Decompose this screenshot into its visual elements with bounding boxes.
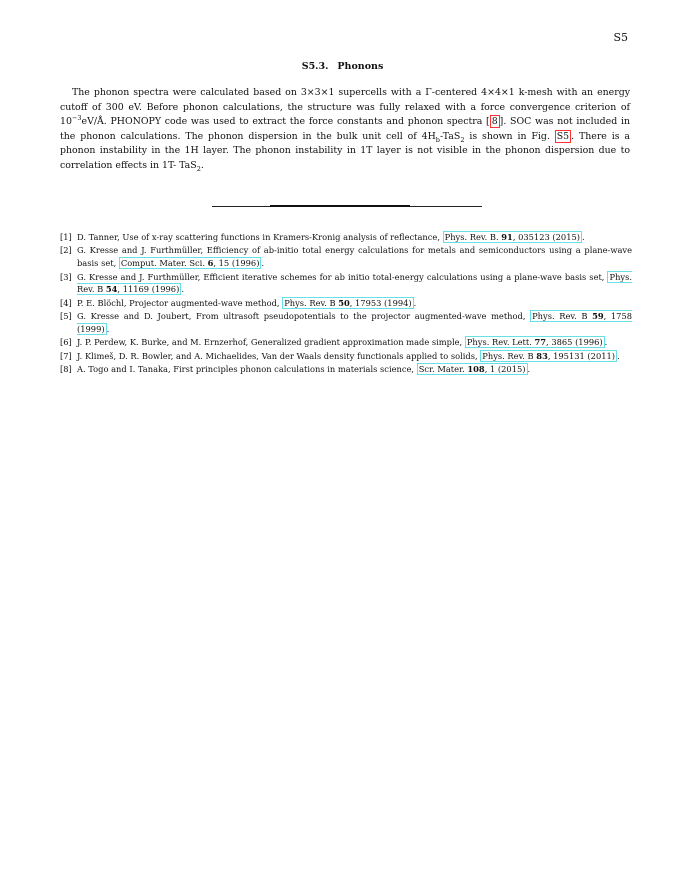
subscript: 2: [460, 135, 465, 144]
reference-list: [1] D. Tanner, Use of x-ray scattering f…: [60, 231, 633, 377]
reference-label: [4]: [60, 297, 72, 308]
reference-citation: A. Togo and I. Tanaka, First principles …: [77, 364, 417, 375]
journal-name: Comput. Mater. Sci.: [120, 258, 208, 269]
paragraph-text: .: [200, 159, 204, 171]
journal-pages: , 1 (2015): [484, 364, 526, 375]
reference-end: .: [261, 258, 265, 269]
reference-end: .: [604, 337, 608, 348]
reference-label: [7]: [60, 350, 72, 361]
reference-label: [6]: [60, 337, 72, 348]
journal-pages: , 15 (1996): [213, 258, 260, 269]
journal-volume: 108: [467, 364, 485, 375]
reference-end: .: [617, 350, 620, 361]
journal-link[interactable]: Phys. Rev. B. 91, 035123 (2015): [442, 231, 582, 243]
journal-pages: , 195131 (2011): [547, 350, 616, 361]
reference-end: .: [582, 232, 585, 242]
reference-text: G. Kresse and J. Furthmüller, Efficiency…: [77, 244, 632, 270]
journal-volume: 77: [534, 337, 547, 348]
journal-name: Phys. Rev. B: [482, 350, 537, 361]
figure-link-s5[interactable]: S5: [554, 129, 572, 143]
journal-volume: 6: [207, 258, 214, 269]
journal-link[interactable]: Scr. Mater. 108, 1 (2015): [416, 363, 528, 376]
subscript: b: [435, 135, 440, 144]
reference-text: P. E. Blöchl, Projector augmented-wave m…: [77, 296, 632, 310]
reference-item: [7] J. Klimeš, D. R. Bowler, and A. Mich…: [60, 349, 632, 363]
journal-volume: 91: [501, 232, 513, 242]
journal-pages: , 3865 (1996): [546, 337, 603, 348]
journal-name: Phys. Rev. B.: [444, 232, 502, 242]
reference-label: [3]: [60, 271, 72, 282]
section-number: S5.3.: [301, 61, 329, 72]
paragraph-text: . There is a phonon instability in the 1…: [60, 130, 630, 171]
reference-item: [4] P. E. Blöchl, Projector augmented-wa…: [60, 296, 632, 310]
citation-link-8[interactable]: 8: [489, 115, 500, 129]
reference-label: [8]: [60, 364, 72, 375]
journal-volume: 59: [592, 311, 604, 322]
reference-item: [3] G. Kresse and J. Furthmüller, Effici…: [60, 270, 632, 297]
reference-citation: P. E. Blöchl, Projector augmented-wave m…: [77, 297, 283, 308]
journal-pages: , 11169 (1996): [117, 284, 180, 295]
subscript: 2: [196, 164, 201, 173]
journal-volume: 54: [105, 284, 118, 295]
body-paragraph: The phonon spectra were calculated based…: [60, 86, 630, 174]
journal-link[interactable]: Phys. Rev. B 54, 11169 (1996): [77, 270, 632, 296]
reference-item: [2] G. Kresse and J. Furthmüller, Effici…: [60, 244, 632, 270]
journal-volume: 50: [338, 297, 350, 308]
reference-end: .: [181, 284, 184, 295]
journal-pages: , 17953 (1994): [349, 297, 412, 308]
journal-link[interactable]: Comput. Mater. Sci. 6, 15 (1996): [118, 257, 262, 270]
section-title: Phonons: [337, 61, 384, 72]
journal-pages: , 1758 (1999): [77, 311, 633, 334]
reference-citation: G. Kresse and D. Joubert, From ultrasoft…: [77, 311, 531, 322]
reference-citation: G. Kresse and J. Furthmüller, Efficiency…: [77, 245, 632, 269]
journal-pages: , 035123 (2015): [512, 232, 580, 242]
reference-text: G. Kresse and D. Joubert, From ultrasoft…: [77, 310, 633, 336]
section-divider-thick: [270, 205, 410, 207]
reference-text: D. Tanner, Use of x-ray scattering funct…: [77, 231, 632, 244]
journal-name: Phys. Rev. B: [77, 271, 632, 295]
reference-text: G. Kresse and J. Furthmüller, Efficient …: [77, 270, 632, 297]
reference-label: [2]: [60, 245, 72, 256]
reference-item: [5] G. Kresse and D. Joubert, From ultra…: [60, 310, 633, 336]
paragraph-text: The phonon spectra were calculated based…: [60, 87, 630, 128]
journal-link[interactable]: Phys. Rev. Lett. 77, 3865 (1996): [464, 336, 605, 349]
reference-citation: D. Tanner, Use of x-ray scattering funct…: [77, 232, 443, 242]
exponent: −3: [71, 114, 82, 123]
paragraph-text: ]. SOC was not included in the phonon ca…: [60, 116, 630, 142]
journal-volume: 83: [536, 350, 548, 361]
reference-item: [1] D. Tanner, Use of x-ray scattering f…: [60, 231, 632, 244]
page-number: S5: [613, 31, 628, 44]
journal-name: Phys. Rev. B: [284, 297, 339, 308]
journal-link[interactable]: Phys. Rev. B 83, 195131 (2011): [480, 349, 618, 362]
journal-link[interactable]: Phys. Rev. B 59, 1758 (1999): [77, 310, 633, 335]
section-heading: S5.3. Phonons: [0, 61, 685, 72]
reference-end: .: [527, 364, 531, 375]
paragraph-text: eV/Å. PHONOPY code was used to extract t…: [81, 116, 490, 128]
journal-name: Phys. Rev. Lett.: [466, 337, 535, 348]
reference-end: .: [413, 297, 417, 308]
reference-citation: J. P. Perdew, K. Burke, and M. Ernzerhof…: [77, 337, 465, 348]
reference-label: [1]: [60, 232, 72, 242]
reference-text: A. Togo and I. Tanaka, First principles …: [77, 363, 632, 376]
paragraph-text: is shown in Fig.: [464, 130, 555, 142]
reference-item: [8] A. Togo and I. Tanaka, First princip…: [60, 363, 632, 376]
reference-end: .: [106, 323, 110, 334]
journal-link[interactable]: Phys. Rev. B 50, 17953 (1994): [282, 296, 414, 309]
reference-citation: J. Klimeš, D. R. Bowler, and A. Michaeli…: [77, 350, 481, 361]
reference-text: J. P. Perdew, K. Burke, and M. Ernzerhof…: [77, 336, 632, 349]
reference-citation: G. Kresse and J. Furthmüller, Efficient …: [77, 271, 608, 282]
journal-name: Phys. Rev. B: [532, 311, 593, 322]
journal-name: Scr. Mater.: [418, 364, 468, 375]
paragraph-text: -TaS: [439, 130, 461, 142]
reference-text: J. Klimeš, D. R. Bowler, and A. Michaeli…: [77, 349, 632, 363]
reference-item: [6] J. P. Perdew, K. Burke, and M. Ernze…: [60, 336, 632, 349]
reference-label: [5]: [60, 311, 72, 322]
